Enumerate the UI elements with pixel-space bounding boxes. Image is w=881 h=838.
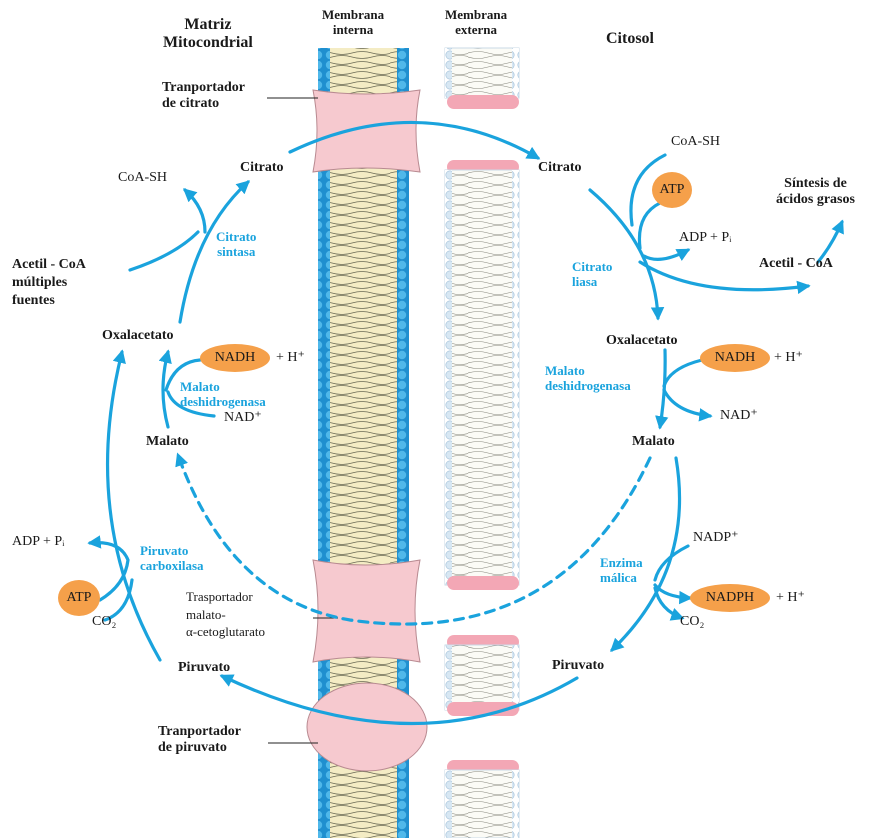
cytosol-atp-oval: ATP	[652, 172, 692, 208]
malate-transporter	[313, 560, 420, 662]
heading-inner-membrane: Membrana interna	[322, 8, 384, 38]
pyruvate-transporter	[307, 683, 427, 771]
outer-membrane-cap	[447, 95, 519, 109]
label-pyruvate-transporter: Tranportador de piruvato	[158, 724, 241, 756]
cytosol-fatty-acid-synthesis: Síntesis de ácidos grasos	[776, 176, 855, 208]
arrow-adp-out	[644, 250, 688, 259]
matrix-piruvato: Piruvato	[178, 660, 230, 676]
cytosol-nadp: NADP⁺	[693, 530, 739, 546]
matrix-acetyl-coa: Acetil - CoA múltiples fuentes	[12, 256, 86, 311]
arrow-cyt-nadh-in	[664, 360, 702, 386]
matrix-oxalacetato: Oxalacetato	[102, 328, 174, 344]
cytosol-nadh-oval: NADH	[700, 344, 770, 372]
arrow-malate-to-pyruvate	[612, 458, 680, 650]
heading-cytosol: Citosol	[606, 30, 654, 48]
matrix-nadh-oval: NADH	[200, 344, 270, 372]
cytosol-piruvato: Piruvato	[552, 658, 604, 674]
cytosol-nad: NAD⁺	[720, 408, 758, 424]
enzyme-citrate-synthase: Citrato sintasa	[216, 230, 256, 260]
arrow-coash-out	[185, 190, 205, 232]
matrix-co2: CO₂	[92, 614, 116, 630]
label-citrate-transporter: Tranportador de citrato	[162, 80, 245, 112]
heading-matrix: Matriz Mitocondrial	[163, 16, 253, 53]
heading-outer-membrane: Membrana externa	[445, 8, 507, 38]
arrow-citrate-to-oxalacetate	[590, 190, 658, 318]
cytosol-acetyl-coa: Acetil - CoA	[759, 256, 833, 272]
label-malate-transporter: Trasportador malato- α-cetoglutarato	[186, 588, 265, 641]
matrix-coash: CoA-SH	[118, 170, 167, 186]
cytosol-adp-pi: ADP + Pᵢ	[679, 230, 731, 246]
enzyme-malic-enzyme: Enzima málica	[600, 556, 643, 586]
matrix-nad: NAD⁺	[224, 410, 262, 426]
matrix-citrato: Citrato	[240, 160, 284, 176]
arrow-atp-in	[639, 203, 660, 248]
cytosol-co2: CO₂	[680, 614, 704, 630]
cytosol-nadph-oval: NADPH	[690, 584, 770, 612]
cytosol-h-plus: + H⁺	[774, 350, 803, 366]
arrow-cyt-nad-out	[664, 390, 710, 416]
matrix-atp-oval: ATP	[58, 580, 100, 616]
enzyme-pyruvate-carboxylase: Piruvato carboxilasa	[140, 544, 204, 574]
matrix-malato: Malato	[146, 434, 189, 450]
matrix-h-plus: + H⁺	[276, 350, 305, 366]
cytosol-citrato: Citrato	[538, 160, 582, 176]
arrow-acetyl-in	[130, 232, 198, 270]
cytosol-oxalacetato: Oxalacetato	[606, 333, 678, 349]
enzyme-malate-dh-cytosol: Malato deshidrogenasa	[545, 364, 631, 394]
matrix-adp-pi: ADP + Pᵢ	[12, 534, 64, 550]
cytosol-coash: CoA-SH	[671, 134, 720, 150]
cytosol-malato: Malato	[632, 434, 675, 450]
enzyme-citrate-lyase: Citrato liasa	[572, 260, 612, 290]
enzyme-malate-dh-matrix: Malato deshidrogenasa	[180, 380, 266, 410]
citrate-transporter	[313, 90, 420, 172]
cytosol-h-plus-2: + H⁺	[776, 590, 805, 606]
